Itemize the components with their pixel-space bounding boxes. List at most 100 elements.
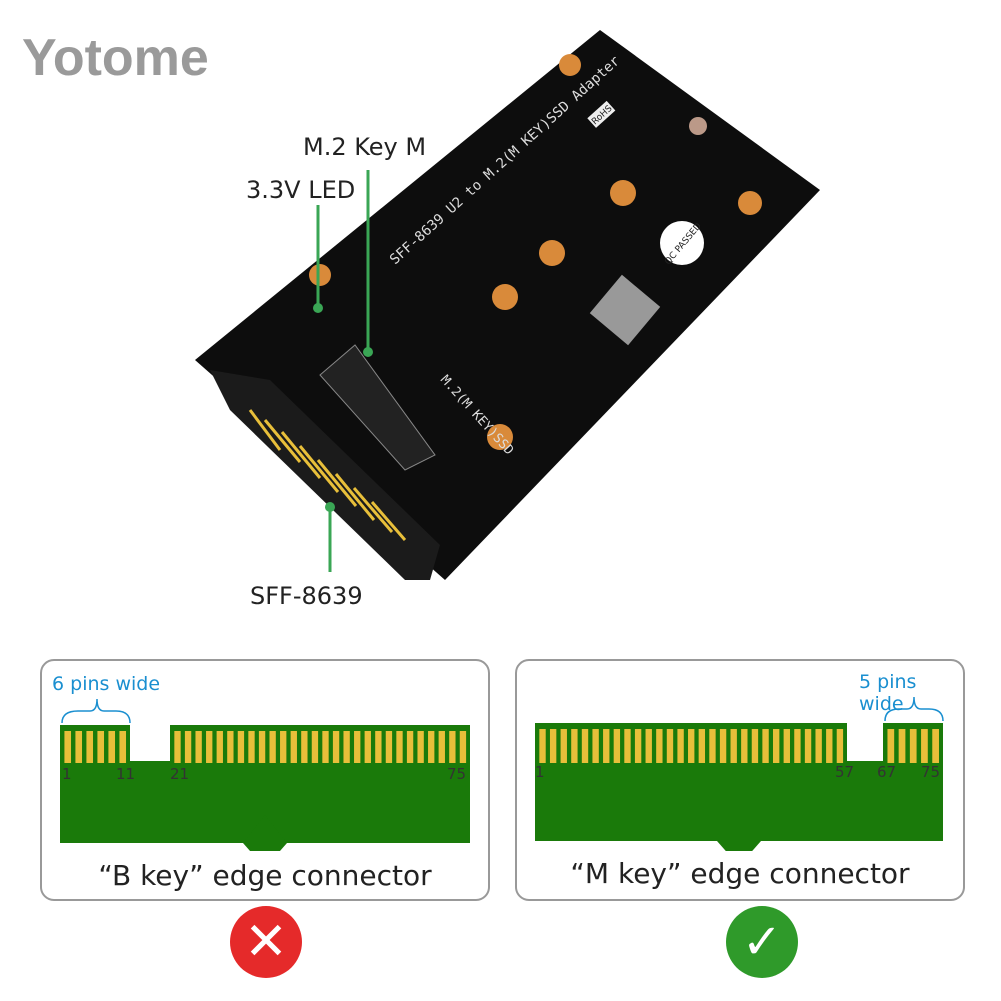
gold-pin: [698, 729, 706, 763]
gold-pin: [174, 731, 181, 763]
brace: [884, 696, 944, 722]
gold-pin: [921, 729, 928, 763]
gold-pin: [354, 731, 361, 763]
adapter-board-photo: QC PASSED RoHS SFF-8639 U2 to M.2(M KEY)…: [195, 30, 820, 580]
gold-pin: [688, 729, 695, 763]
qc-sticker: [660, 221, 704, 265]
mounting-holes: [309, 54, 762, 450]
gold-pin: [438, 731, 445, 763]
gold-pin: [794, 729, 801, 763]
connector-tab: [60, 725, 130, 761]
gold-pin: [280, 731, 287, 763]
gold-pin: [815, 729, 822, 763]
gold-pin: [449, 731, 456, 763]
gold-pin: [581, 729, 589, 763]
gold-pin: [108, 731, 116, 763]
gold-pin: [459, 731, 467, 763]
gold-pin: [898, 729, 906, 763]
gold-pin: [772, 729, 780, 763]
gold-pin: [375, 731, 382, 763]
gold-pin: [804, 729, 812, 763]
gold-pin: [645, 729, 652, 763]
callout-led: 3.3V LED: [246, 176, 356, 204]
pin-number: 57: [835, 763, 855, 781]
m-key-connector: [535, 696, 944, 851]
pin-number: 21: [170, 765, 190, 783]
gold-pin: [677, 729, 684, 763]
gold-pin: [783, 729, 790, 763]
gold-pin: [385, 731, 393, 763]
gold-pin: [64, 731, 72, 763]
gold-pin: [709, 729, 716, 763]
gold-pin: [301, 731, 308, 763]
connector-notch: [717, 813, 761, 851]
m-key-panel: 5 pins wide 1 57 67 75 “M key” edge conn…: [515, 659, 965, 901]
gold-pin: [396, 731, 403, 763]
pin-number: 1: [535, 763, 545, 781]
b-key-panel: 6 pins wide 1 11 21 75 “B key” edge conn…: [40, 659, 490, 901]
gold-pin: [560, 729, 567, 763]
gold-pin: [343, 731, 350, 763]
callout-lines: [316, 170, 370, 572]
gold-pin: [571, 729, 578, 763]
gold-pin: [237, 731, 245, 763]
regulator-chip: [589, 274, 661, 346]
gold-pin: [741, 729, 748, 763]
gold-pin: [634, 729, 642, 763]
gold-pin: [417, 731, 424, 763]
gold-pin: [603, 729, 610, 763]
gold-pin: [86, 731, 94, 763]
pin-number: 11: [116, 765, 136, 783]
b-key-caption: “B key” edge connector: [98, 859, 432, 892]
gold-pin: [258, 731, 266, 763]
brand-logo: Yotome: [22, 29, 209, 87]
x-icon: ✕: [230, 906, 302, 978]
callout-sff: SFF-8639: [250, 582, 363, 610]
pin-number: 75: [921, 763, 941, 781]
gold-pin: [826, 729, 833, 763]
gold-pin: [656, 729, 663, 763]
gold-pin: [719, 729, 727, 763]
gold-pin: [269, 731, 276, 763]
gold-pin: [248, 731, 255, 763]
gold-pin: [836, 729, 844, 763]
gold-pin: [75, 731, 83, 763]
gold-pin: [97, 731, 105, 763]
gold-pin: [290, 731, 297, 763]
gold-pin: [364, 731, 371, 763]
gold-pin: [119, 731, 127, 763]
pin-number: 75: [447, 765, 467, 783]
pin-number: 67: [877, 763, 897, 781]
sff-gold-pins: [248, 409, 407, 541]
gold-pin: [592, 729, 599, 763]
gold-pin: [666, 729, 674, 763]
gold-pin: [624, 729, 631, 763]
gold-pin: [227, 731, 234, 763]
gold-pin: [322, 731, 329, 763]
gold-pin: [613, 729, 621, 763]
m-key-caption: “M key” edge connector: [570, 857, 910, 890]
pins-wide-label: 6 pins wide: [52, 673, 161, 695]
gold-pin: [730, 729, 737, 763]
connector-notch: [243, 815, 287, 851]
gold-pin: [216, 731, 223, 763]
gold-pin: [195, 731, 202, 763]
gold-pin: [406, 731, 414, 763]
check-icon: ✓: [726, 906, 798, 978]
gold-pin: [751, 729, 759, 763]
b-key-connector: [60, 698, 470, 851]
gold-pin: [332, 731, 340, 763]
pin-number: 1: [62, 765, 72, 783]
gold-pin: [311, 731, 319, 763]
m2-slot: [319, 344, 436, 471]
gold-pin: [762, 729, 769, 763]
gold-pin: [909, 729, 917, 763]
callout-m2-key-m: M.2 Key M: [303, 133, 427, 161]
gold-pin: [549, 729, 557, 763]
gold-pin: [184, 731, 192, 763]
gold-pin: [206, 731, 213, 763]
brace: [61, 698, 131, 724]
gold-pin: [887, 729, 895, 763]
rohs-mark: [587, 100, 616, 128]
connector-tab: [170, 725, 470, 761]
